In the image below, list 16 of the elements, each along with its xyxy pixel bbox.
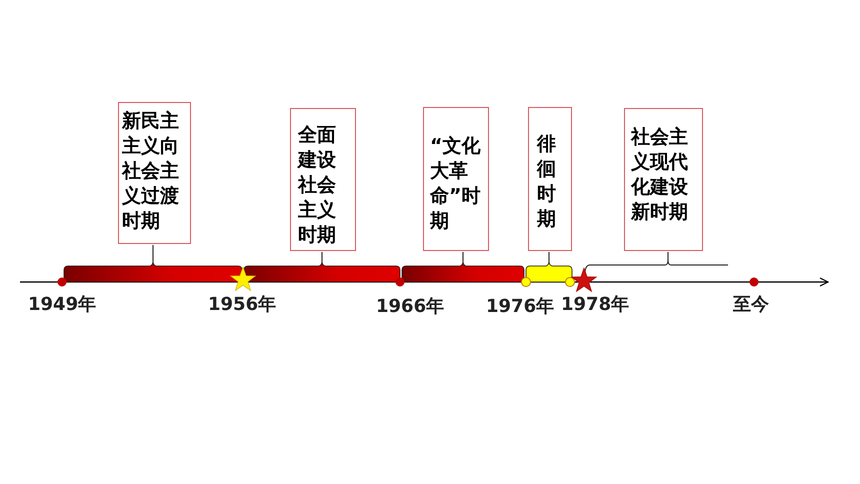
period-box bbox=[528, 107, 572, 251]
period-box bbox=[118, 102, 191, 244]
year-label: 1949年 bbox=[28, 293, 96, 316]
period-label: 社会主义现代化建设新时期 bbox=[631, 125, 689, 225]
year-label: 1978年 bbox=[561, 293, 630, 316]
year-label: 1956年 bbox=[208, 293, 276, 316]
period-label: “文化大革命”时期 bbox=[430, 134, 482, 234]
period-box bbox=[290, 108, 356, 251]
year-label: 1976年 bbox=[486, 295, 554, 318]
period-box bbox=[624, 108, 703, 251]
year-label: 至今 bbox=[733, 293, 769, 316]
period-label: 新民主主义向社会主义过渡时期 bbox=[122, 109, 180, 234]
year-label: 1966年 bbox=[376, 295, 444, 318]
period-label: 全面建设社会主义时期 bbox=[298, 123, 337, 248]
period-box bbox=[423, 107, 489, 251]
period-label: 徘徊时期 bbox=[537, 132, 557, 232]
